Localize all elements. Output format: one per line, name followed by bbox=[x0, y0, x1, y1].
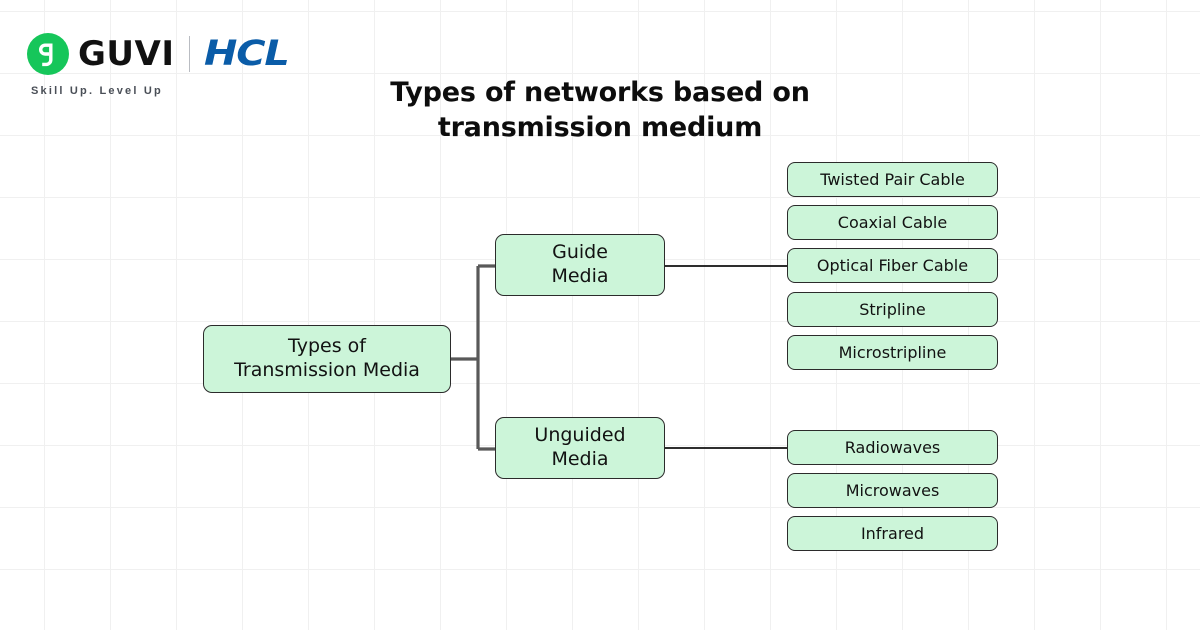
node-leaf-twisted-pair-cable: Twisted Pair Cable bbox=[787, 162, 998, 197]
node-leaf-stripline: Stripline bbox=[787, 292, 998, 327]
node-leaf-optical-fiber-cable: Optical Fiber Cable bbox=[787, 248, 998, 283]
node-branch-unguided: Unguided Media bbox=[495, 417, 665, 479]
brand-logo-bar: GUVI HCL Skill Up. Level Up bbox=[27, 32, 290, 97]
node-root: Types of Transmission Media bbox=[203, 325, 451, 393]
node-leaf-radiowaves: Radiowaves bbox=[787, 430, 998, 465]
node-leaf-infrared: Infrared bbox=[787, 516, 998, 551]
node-leaf-coaxial-cable: Coaxial Cable bbox=[787, 205, 998, 240]
hcl-wordmark: HCL bbox=[204, 33, 290, 74]
logo-row: GUVI HCL bbox=[27, 32, 290, 76]
page-title: Types of networks based on transmission … bbox=[390, 77, 810, 143]
node-branch-guided: Guide Media bbox=[495, 234, 665, 296]
node-leaf-microstripline: Microstripline bbox=[787, 335, 998, 370]
guvi-g-mark-icon bbox=[27, 33, 69, 75]
logo-divider bbox=[189, 36, 191, 72]
node-leaf-microwaves: Microwaves bbox=[787, 473, 998, 508]
guvi-wordmark: GUVI bbox=[78, 34, 175, 74]
guvi-tagline: Skill Up. Level Up bbox=[31, 85, 163, 97]
